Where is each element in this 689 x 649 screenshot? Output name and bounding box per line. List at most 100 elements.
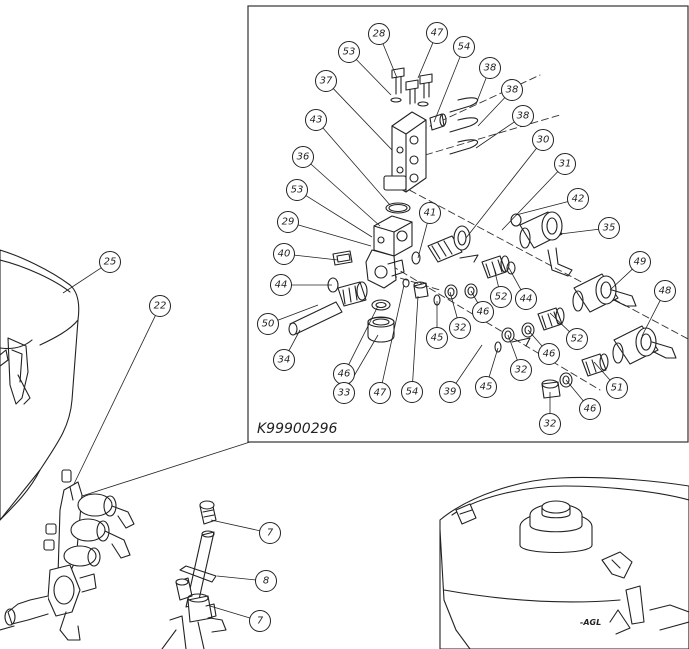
callout-leader <box>508 267 522 290</box>
callout-leader <box>549 312 570 333</box>
callout-c-53a: 53 <box>338 41 360 63</box>
callout-number: 25 <box>104 257 117 268</box>
callout-number: 47 <box>431 28 444 39</box>
detail-connector-line <box>81 441 251 497</box>
callout-circle <box>99 251 121 273</box>
callout-leader <box>565 379 584 402</box>
callout-c-44a: 44 <box>270 274 292 296</box>
callout-number: 36 <box>297 152 310 163</box>
callout-number: 31 <box>559 159 572 170</box>
callout-number: 42 <box>572 194 585 205</box>
callout-number: 52 <box>571 334 584 345</box>
callout-leader <box>449 291 458 318</box>
callout-leader <box>381 284 405 383</box>
detail-exploded-parts <box>288 67 689 399</box>
callout-number: 39 <box>444 387 457 398</box>
callout-number: 34 <box>278 355 291 366</box>
callout-number: 40 <box>278 249 291 260</box>
callout-leader <box>348 305 379 365</box>
callout-c-42: 42 <box>567 188 589 210</box>
callout-circle <box>579 398 601 420</box>
callout-c-49: 49 <box>629 251 651 273</box>
callout-c-30: 30 <box>532 129 554 151</box>
callout-number: 35 <box>603 223 616 234</box>
callout-number: 41 <box>424 208 437 219</box>
callout-number: 44 <box>520 294 533 305</box>
callout-number: 53 <box>291 185 304 196</box>
callout-circle <box>512 105 534 127</box>
callout-circle <box>255 570 277 592</box>
callout-leader <box>475 121 515 149</box>
callout-c-45b: 45 <box>475 376 497 398</box>
callout-leader <box>641 300 661 337</box>
callout-c-25: 25 <box>99 251 121 273</box>
callout-number: 46 <box>543 349 556 360</box>
callout-number: 51 <box>611 383 624 394</box>
callout-c-41: 41 <box>419 202 441 224</box>
callout-circle <box>479 57 501 79</box>
callout-number: 44 <box>275 280 288 291</box>
callout-leader <box>465 148 537 239</box>
callout-circle <box>286 179 308 201</box>
callout-c-44b: 44 <box>515 288 537 310</box>
callout-number: 46 <box>477 307 490 318</box>
callout-leader <box>310 163 381 227</box>
callout-leader <box>488 347 499 378</box>
callout-circle <box>515 288 537 310</box>
callout-number: 7 <box>267 528 274 539</box>
callout-circle <box>257 313 279 335</box>
callout-circle <box>338 41 360 63</box>
callout-circle <box>532 129 554 151</box>
callout-c-29: 29 <box>277 211 299 233</box>
callout-circle <box>554 153 576 175</box>
callout-circle <box>510 359 532 381</box>
callout-number: 32 <box>515 365 528 376</box>
callout-c-32c: 32 <box>539 413 561 435</box>
callout-c-38a: 38 <box>479 57 501 79</box>
callout-leader <box>382 43 398 79</box>
callout-leader <box>297 224 372 247</box>
callout-circle <box>606 377 628 399</box>
callout-c-34: 34 <box>273 349 295 371</box>
drawing-code: K99900296 <box>257 421 338 437</box>
callout-number: 32 <box>454 323 467 334</box>
callout-circle <box>490 286 512 308</box>
callout-circle <box>538 343 560 365</box>
callout-circle <box>439 381 461 403</box>
callout-circle <box>149 295 171 317</box>
callout-number: 33 <box>338 388 351 399</box>
callout-leader <box>475 77 487 105</box>
callout-leaders <box>62 42 661 619</box>
callout-circle <box>277 211 299 233</box>
callout-circle <box>567 188 589 210</box>
callout-c-45a: 45 <box>426 327 448 349</box>
callout-c-39: 39 <box>439 381 461 403</box>
callout-leader <box>477 97 506 127</box>
callout-leader <box>209 605 251 619</box>
callout-circle <box>598 217 620 239</box>
callout-circle <box>629 251 651 273</box>
callout-leader <box>501 171 559 231</box>
callout-number: 54 <box>406 387 419 398</box>
callout-number: 49 <box>634 257 647 268</box>
callout-c-46a: 46 <box>472 301 494 323</box>
callout-c-51: 51 <box>606 377 628 399</box>
callout-leader <box>356 59 392 96</box>
callout-circle <box>449 317 471 339</box>
callout-leader <box>417 223 428 259</box>
callout-c-36: 36 <box>292 146 314 168</box>
callout-circle <box>401 381 423 403</box>
callout-c-54b: 54 <box>401 381 423 403</box>
callout-circle <box>368 23 390 45</box>
callout-number: 50 <box>262 319 275 330</box>
callout-circle <box>273 243 295 265</box>
callout-circle <box>472 301 494 323</box>
callout-number: 8 <box>263 576 269 587</box>
callout-c-50: 50 <box>257 313 279 335</box>
callout-circle <box>426 327 448 349</box>
callout-c-32a: 32 <box>449 317 471 339</box>
callout-number: 52 <box>495 292 508 303</box>
callout-number: 45 <box>431 333 444 344</box>
callout-c-28: 28 <box>368 23 390 45</box>
